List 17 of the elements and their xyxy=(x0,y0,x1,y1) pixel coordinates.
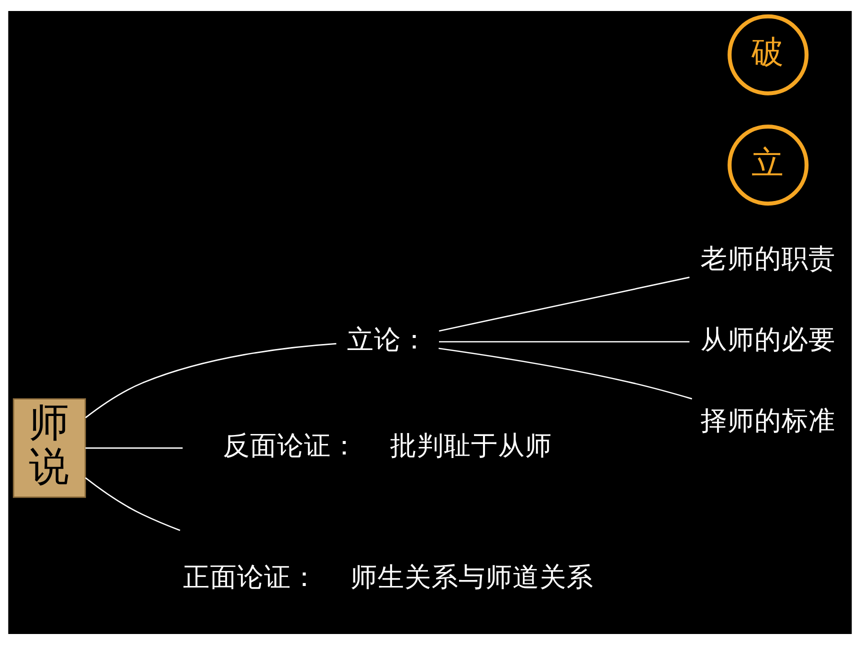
connector xyxy=(85,343,336,418)
node-text: 立论： xyxy=(346,324,428,356)
connector xyxy=(84,477,180,531)
node-box: 师说 xyxy=(12,398,86,498)
node-label: 批判耻于从师 xyxy=(390,430,552,462)
connector xyxy=(438,276,690,332)
node-text: 择师的标准 xyxy=(700,405,836,436)
connector xyxy=(439,341,690,342)
node-circle: 破 xyxy=(728,14,809,96)
node-text: 正面论证： xyxy=(182,562,318,594)
node-text: 老师的职责 xyxy=(700,243,836,274)
connector xyxy=(438,348,692,400)
connector xyxy=(85,447,183,449)
node-text: 从师的必要 xyxy=(700,324,836,356)
node-text: 反面论证： xyxy=(222,430,358,462)
node-circle: 立 xyxy=(728,124,809,206)
node-label: 师生关系与师道关系 xyxy=(350,562,594,594)
